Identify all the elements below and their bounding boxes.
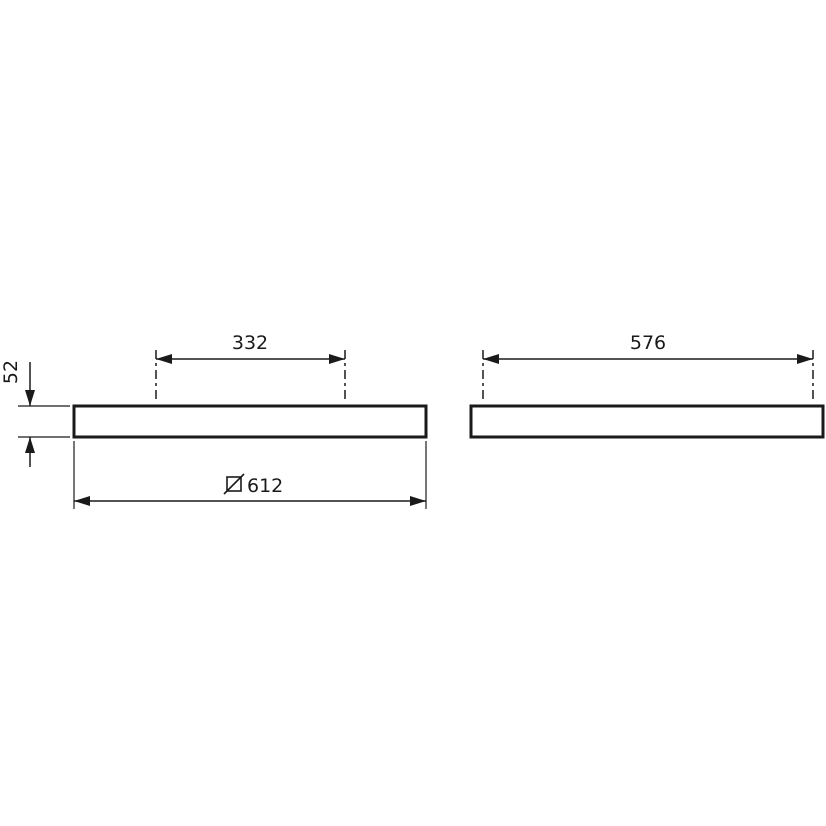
arrowhead-left xyxy=(74,496,90,506)
diameter-icon xyxy=(223,473,245,495)
side-view: 576 xyxy=(469,332,825,439)
side-width-dimension: 576 xyxy=(482,332,814,402)
front-view-body xyxy=(72,404,428,439)
outer-diameter-label: 612 xyxy=(247,475,283,497)
height-dimension: 52 xyxy=(0,360,70,467)
outer-diameter-dimension: 612 xyxy=(73,441,427,509)
front-view: 332 612 52 xyxy=(0,332,428,509)
height-label: 52 xyxy=(0,360,22,384)
arrowhead-right xyxy=(797,354,813,364)
arrowhead-up xyxy=(25,437,35,453)
inner-width-label: 332 xyxy=(232,332,268,354)
arrowhead-left xyxy=(483,354,499,364)
arrowhead-right xyxy=(410,496,426,506)
inner-width-dimension: 332 xyxy=(155,332,346,402)
side-width-label: 576 xyxy=(630,332,666,354)
side-view-body xyxy=(469,404,825,439)
arrowhead-right xyxy=(329,354,345,364)
arrowhead-left xyxy=(156,354,172,364)
arrowhead-down xyxy=(25,390,35,406)
